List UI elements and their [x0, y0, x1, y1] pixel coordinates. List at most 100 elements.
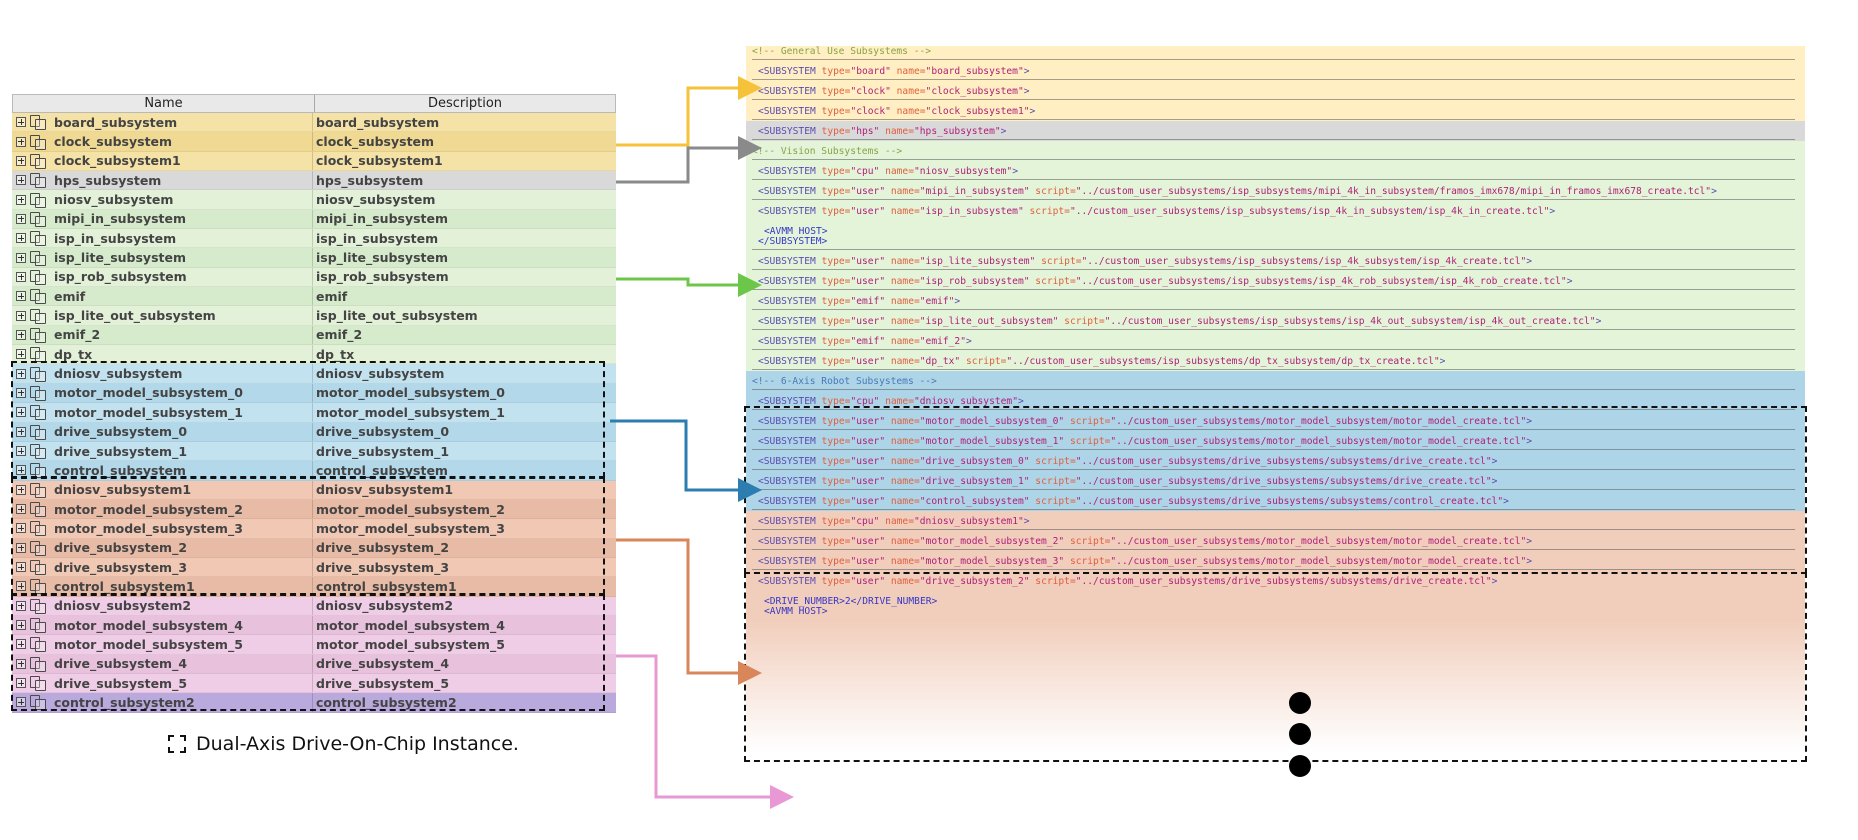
expand-icon[interactable]: [16, 562, 26, 573]
expand-icon[interactable]: [16, 155, 26, 166]
subsystem-icon: [30, 405, 46, 421]
subsystem-name: motor_model_subsystem_1: [54, 404, 243, 420]
expand-icon[interactable]: [16, 542, 26, 553]
name-cell: drive_subsystem_4: [12, 654, 313, 673]
code-underline: [752, 449, 1795, 450]
expand-icon[interactable]: [16, 407, 26, 418]
expand-icon[interactable]: [16, 658, 26, 669]
code-subsystem-line: <SUBSYSTEM type="user" name="mipi_in_sub…: [758, 186, 1717, 197]
subsystem-name: drive_subsystem_4: [54, 656, 188, 672]
code-underline: [752, 199, 1795, 200]
expand-icon[interactable]: [16, 523, 26, 534]
expand-icon[interactable]: [16, 310, 26, 321]
expand-icon[interactable]: [16, 175, 26, 186]
arrow-hps-subsystem: [616, 136, 762, 184]
expand-icon[interactable]: [16, 368, 26, 379]
expand-icon[interactable]: [16, 581, 26, 592]
name-cell: emif_2: [12, 325, 313, 345]
expand-icon[interactable]: [16, 329, 26, 340]
code-subsystem-line: <SUBSYSTEM type="user" name="drive_subsy…: [758, 576, 1498, 587]
expand-icon[interactable]: [16, 271, 26, 282]
expand-icon[interactable]: [16, 136, 26, 147]
code-subsystem-line: <SUBSYSTEM type="user" name="isp_lite_su…: [758, 256, 1533, 267]
column-header-name[interactable]: Name: [13, 95, 315, 112]
code-subsystem-line: <SUBSYSTEM type="user" name="isp_rob_sub…: [758, 276, 1573, 287]
expand-icon[interactable]: [16, 484, 26, 495]
expand-icon[interactable]: [16, 504, 26, 515]
code-underline: [752, 249, 1795, 250]
expand-icon[interactable]: [16, 349, 26, 360]
subsystem-name: drive_subsystem_1: [54, 443, 188, 459]
subsystem-description: isp_rob_subsystem: [316, 269, 449, 285]
code-underline: [752, 269, 1795, 270]
expand-icon[interactable]: [16, 446, 26, 457]
expand-icon[interactable]: [16, 194, 26, 205]
subsystem-icon: [30, 385, 46, 401]
column-header-description[interactable]: Description: [427, 96, 503, 111]
code-underline: [752, 59, 1795, 60]
legend: Dual-Axis Drive-On-Chip Instance.: [168, 733, 519, 755]
expand-icon[interactable]: [16, 233, 26, 244]
name-cell: control_subsystem1: [12, 577, 313, 596]
expand-icon[interactable]: [16, 117, 26, 128]
expand-icon[interactable]: [16, 291, 26, 302]
expand-icon[interactable]: [16, 465, 26, 476]
expand-icon[interactable]: [16, 213, 26, 224]
expand-icon[interactable]: [16, 252, 26, 263]
expand-icon[interactable]: [16, 678, 26, 689]
code-band-blue: [746, 371, 1805, 511]
subsystem-icon: [30, 424, 46, 440]
expand-icon[interactable]: [16, 426, 26, 437]
code-underline: [752, 409, 1795, 410]
name-cell: clock_subsystem1: [12, 151, 313, 171]
subsystem-icon: [30, 327, 46, 343]
expand-icon[interactable]: [16, 387, 26, 398]
name-cell: dniosv_subsystem2: [12, 596, 313, 615]
code-underline: [752, 389, 1795, 390]
code-subsystem-line: <SUBSYSTEM type="user" name="motor_model…: [758, 536, 1533, 547]
subsystem-description: isp_lite_out_subsystem: [316, 308, 478, 324]
code-subsystem-line: <SUBSYSTEM type="hps" name="hps_subsyste…: [758, 126, 1007, 137]
expand-icon[interactable]: [16, 620, 26, 631]
subsystem-description: motor_model_subsystem_2: [316, 501, 505, 517]
name-cell: motor_model_subsystem_3: [12, 519, 313, 538]
subsystem-description: mipi_in_subsystem: [316, 211, 449, 227]
subsystem-description: control_subsystem1: [316, 578, 457, 594]
expand-icon[interactable]: [16, 697, 26, 708]
expand-icon[interactable]: [16, 639, 26, 650]
subsystem-description: dp_tx: [316, 346, 355, 362]
expand-icon[interactable]: [16, 600, 26, 611]
